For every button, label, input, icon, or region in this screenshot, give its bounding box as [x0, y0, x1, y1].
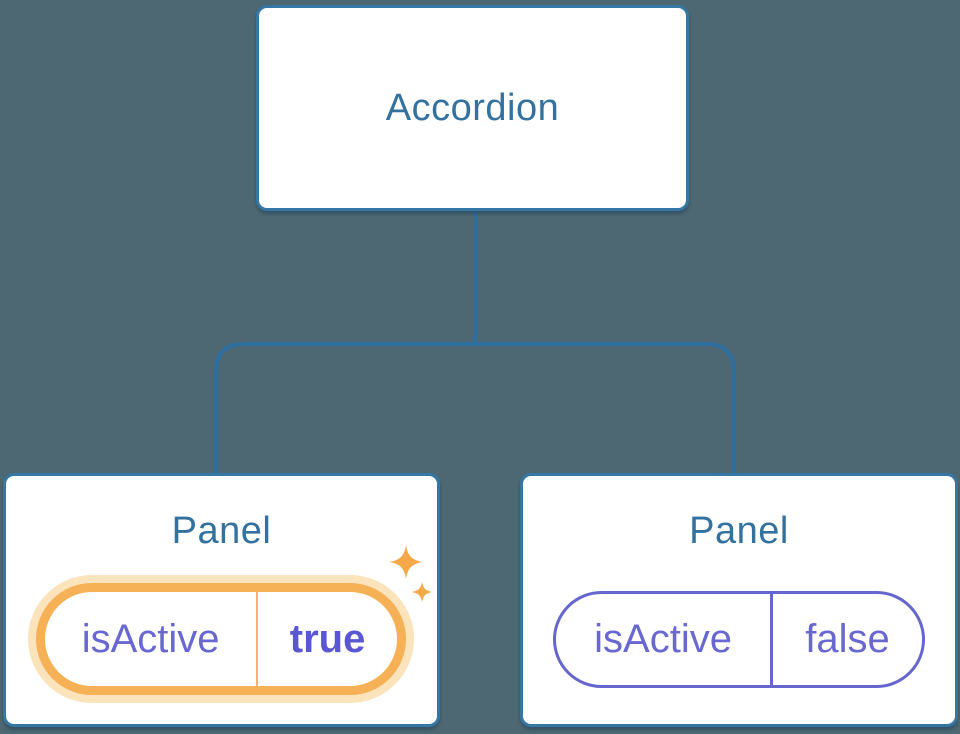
state-value: true	[289, 616, 366, 661]
accordion-node-label: Accordion	[385, 86, 560, 129]
accordion-node: Accordion	[256, 5, 689, 211]
state-name: isActive	[556, 594, 774, 685]
panel-node-label: Panel	[171, 510, 272, 552]
panel-node-label: Panel	[689, 510, 789, 552]
panel-node-active: Panel isActive true	[3, 473, 440, 727]
panel-node-inactive: Panel isActive false	[520, 473, 958, 727]
state-value: false	[805, 617, 890, 661]
state-name: isActive	[45, 592, 259, 686]
state-pill-inactive: isActive false	[553, 591, 925, 688]
state-pill-active: isActive true	[36, 583, 406, 695]
sparkles-icon	[389, 545, 433, 603]
